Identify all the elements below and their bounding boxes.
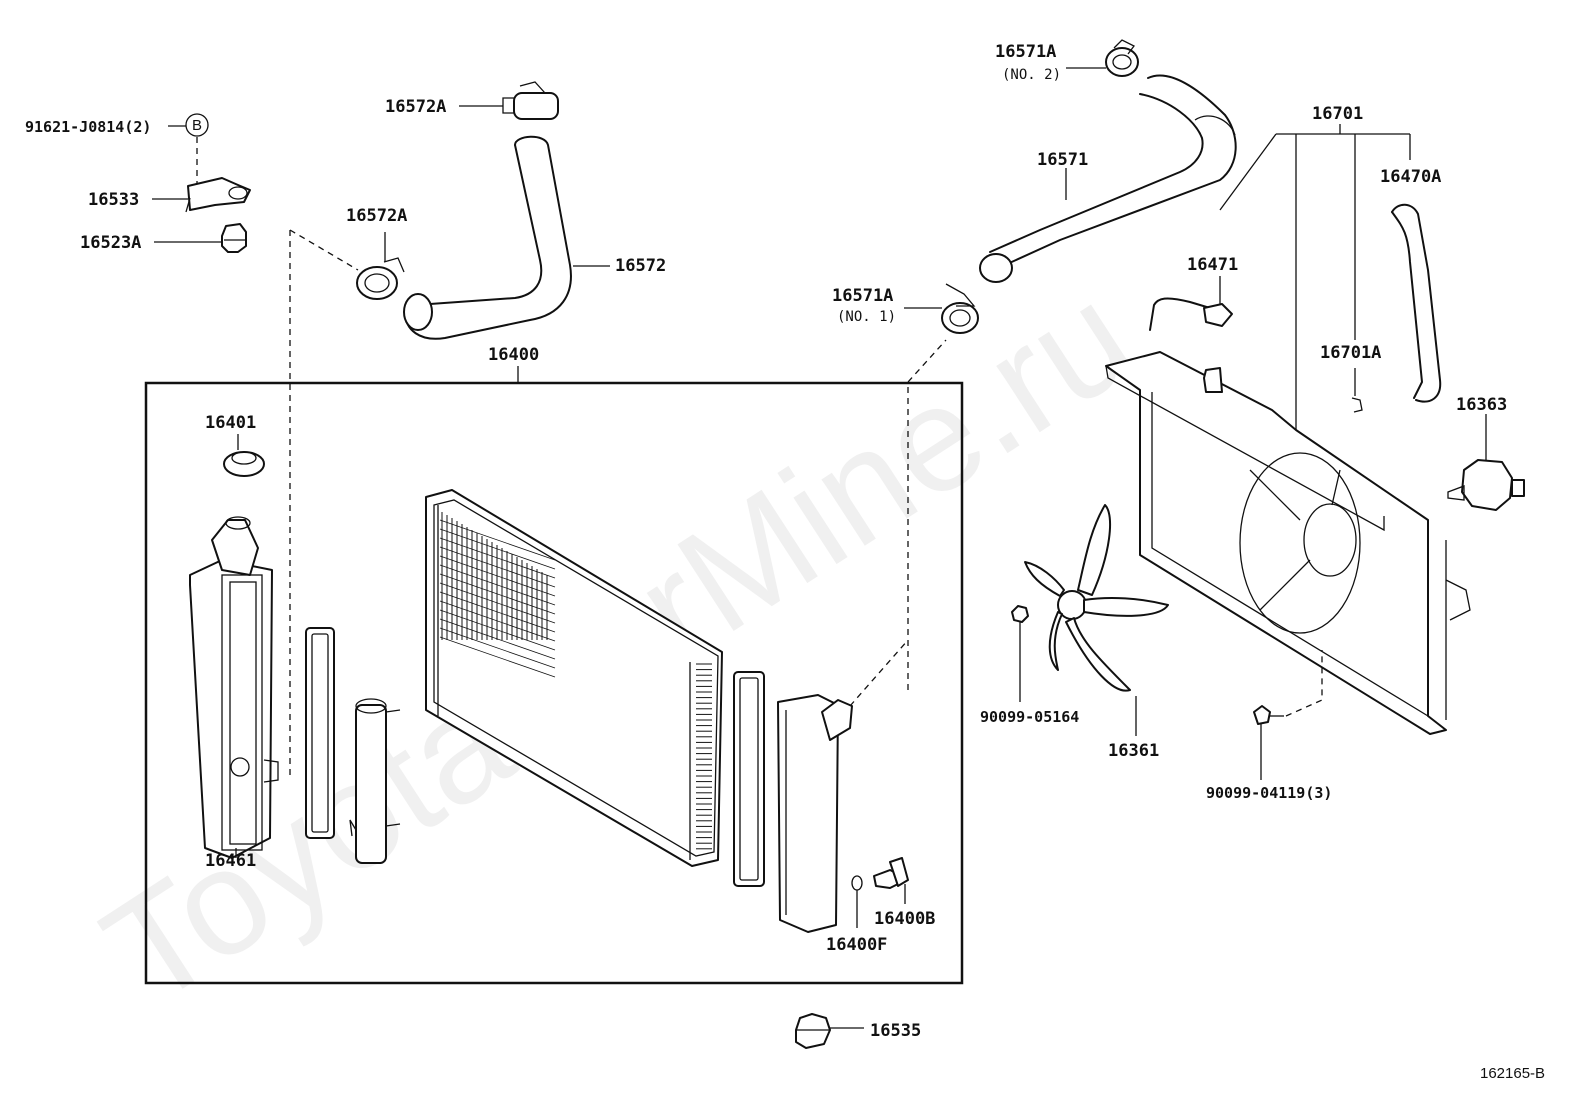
label-16363: 16363: [1456, 395, 1507, 415]
label-16461: 16461: [205, 851, 256, 871]
radiator-tank-left-16461: [189, 516, 279, 859]
fan-16361: [1024, 504, 1169, 692]
label-16571A-no1-sub: (NO. 1): [837, 309, 896, 325]
label-16572: 16572: [615, 256, 666, 276]
label-90099-04119: 90099-04119(3): [1206, 784, 1332, 802]
label-16471: 16471: [1187, 255, 1238, 275]
clip-16701A: [1351, 397, 1363, 413]
inlet-pipe: [349, 698, 401, 864]
label-16535: 16535: [870, 1021, 921, 1041]
bolt-90099-04119: [1253, 705, 1284, 725]
label-16572A-upper: 16572A: [385, 97, 446, 117]
fan-shroud-16701: [1105, 351, 1471, 735]
label-16523A: 16523A: [80, 233, 141, 253]
reference-b-circle: [185, 113, 209, 137]
drain-cock-16400B: [873, 857, 909, 889]
gasket-left: [305, 627, 335, 839]
o-ring-16400F: [851, 875, 863, 891]
radiator-core: [425, 489, 723, 867]
nut-90099-05164: [1011, 605, 1029, 623]
label-16701A: 16701A: [1320, 343, 1381, 363]
hose-clamp-16572A-upper: [502, 81, 559, 120]
radiator-hose-16571: [979, 74, 1237, 283]
label-16572A-lower: 16572A: [346, 206, 407, 226]
reference-b-letter: B: [192, 117, 202, 134]
label-16400B: 16400B: [874, 909, 935, 929]
cushion-16523A: [221, 223, 247, 253]
hose-clamp-16571A-no1: [941, 283, 979, 334]
radiator-assembly-box: [144, 381, 964, 985]
cushion-16535: [795, 1013, 831, 1049]
label-16571A-no2: 16571A: [995, 42, 1056, 62]
diagram-id: 162165-B: [1480, 1065, 1545, 1082]
label-16571: 16571: [1037, 150, 1088, 170]
bracket-16533: [185, 177, 251, 213]
fan-motor-16363: [1447, 459, 1525, 511]
gasket-right: [733, 671, 765, 887]
label-16401: 16401: [205, 413, 256, 433]
label-16533: 16533: [88, 190, 139, 210]
label-16470A: 16470A: [1380, 167, 1441, 187]
hose-clamp-16571A-no2: [1105, 39, 1139, 77]
radiator-hose-16572: [403, 135, 572, 340]
reserve-tank-hose-16470A: [1391, 203, 1442, 403]
label-90099-05164: 90099-05164: [980, 708, 1079, 726]
hose-clamp-16572A-lower: [356, 257, 405, 300]
label-16361: 16361: [1108, 741, 1159, 761]
label-91621-J0814: 91621-J0814(2): [25, 118, 151, 136]
radiator-tank-right: [777, 694, 853, 933]
label-16701: 16701: [1312, 104, 1363, 124]
label-16400: 16400: [488, 345, 539, 365]
radiator-hose-16471: [1149, 297, 1233, 331]
label-16571A-no2-sub: (NO. 2): [1002, 67, 1061, 83]
radiator-fins: [439, 512, 712, 850]
label-16400F: 16400F: [826, 935, 887, 955]
radiator-cap-16401: [223, 451, 265, 477]
label-16571A-no1: 16571A: [832, 286, 893, 306]
